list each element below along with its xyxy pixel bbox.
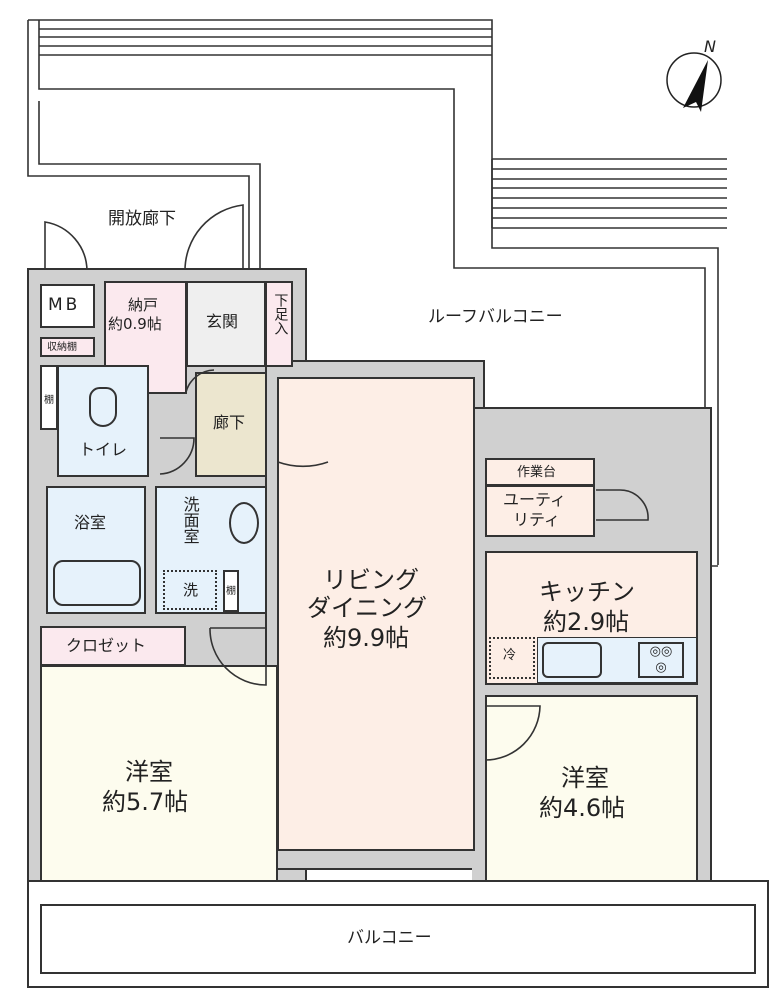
stove-icon: ◎◎◎ (638, 642, 684, 678)
room-hallway: 廊下 (195, 372, 267, 477)
room-bathroom: 浴室 (46, 486, 146, 614)
room-balcony: バルコニー (40, 904, 756, 974)
kitchen-sink-icon (542, 642, 602, 678)
sink-icon (229, 502, 259, 544)
room-utility: ユーティ リティ (485, 485, 595, 537)
room-mb: MB (40, 284, 95, 328)
toilet-icon (89, 387, 117, 427)
room-washroom: 洗面室 洗 棚 (155, 486, 267, 614)
room-entrance: 玄関 (186, 281, 266, 367)
compass: N (666, 37, 728, 112)
room-shoe-box: 下足入 (265, 281, 293, 367)
room-western-2: 洋室 約4.6帖 (485, 695, 698, 891)
room-toilet: トイレ (57, 365, 149, 477)
room-kitchen: キッチン 約2.9帖 冷 ◎◎◎ (485, 551, 698, 685)
room-storage-shelf: 収納棚 (40, 337, 95, 357)
room-western-1: 洋室 約5.7帖 (40, 665, 278, 890)
room-living-dining: リビング ダイニング 約9.9帖 (277, 377, 475, 851)
roof-balcony-label: ルーフバルコニー (428, 307, 563, 327)
fridge-space: 冷 (489, 637, 535, 679)
washer-space: 洗 (163, 570, 217, 610)
north-arrow-icon (666, 52, 722, 112)
bathtub-icon (53, 560, 141, 606)
open-corridor-label: 開放廊下 (108, 209, 176, 229)
room-shelf-wash: 棚 (223, 570, 239, 612)
compass-north-label: N (704, 37, 716, 56)
kitchen-counter: ◎◎◎ (537, 637, 697, 683)
